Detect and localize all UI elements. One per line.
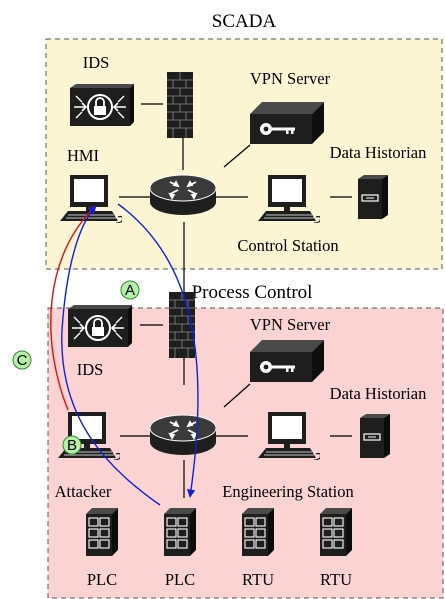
- marker-b-label: B: [67, 437, 77, 454]
- attack-path-blue-up: [61, 205, 161, 506]
- scada-vpn-server-label: VPN Server: [250, 69, 331, 88]
- engineering-station-label: Engineering Station: [222, 482, 354, 501]
- rtu-2-icon: [320, 508, 352, 556]
- scada-ids-label: IDS: [83, 53, 110, 72]
- process-ids-label: IDS: [77, 360, 104, 379]
- field-device-label-1: PLC: [87, 570, 117, 589]
- field-device-label-2: PLC: [165, 570, 195, 589]
- scada-data-historian-label: Data Historian: [330, 143, 427, 162]
- scada-firewall-icon: [167, 72, 193, 138]
- scada-control-station-label: Control Station: [237, 236, 338, 255]
- process-vpn-server-label: VPN Server: [250, 315, 331, 334]
- marker-b: B: [62, 435, 82, 455]
- process-control-zone-title: Process Control: [192, 282, 313, 303]
- network-links: [119, 103, 352, 498]
- marker-c-label: C: [17, 352, 28, 369]
- plc-2-icon: [164, 508, 196, 556]
- process-ids-icon: [67, 305, 132, 348]
- marker-a: A: [120, 280, 140, 300]
- scada-hmi-label: HMI: [67, 146, 99, 165]
- scada-router-icon: [150, 174, 216, 216]
- scada-ids-icon: [69, 84, 134, 127]
- scada-zone: [45, 38, 443, 270]
- scada-vpn-server-icon: [250, 102, 324, 144]
- attack-path-red: [50, 205, 97, 411]
- process-router-icon: [150, 414, 216, 456]
- rtu-1-icon: [242, 508, 274, 556]
- process-vpn-server-icon: [250, 340, 324, 382]
- process-historian-server-icon: [360, 414, 390, 458]
- plc-1-icon: [86, 508, 118, 556]
- scada-historian-server-icon: [358, 175, 388, 219]
- process-data-historian-label: Data Historian: [330, 384, 427, 403]
- scada-zone-title: SCADA: [212, 11, 277, 32]
- field-device-label-3: RTU: [242, 570, 274, 589]
- attack-path-blue-down: [117, 203, 199, 498]
- attacker-label: Attacker: [55, 482, 112, 501]
- marker-a-label: A: [125, 282, 135, 299]
- field-device-label-4: RTU: [320, 570, 352, 589]
- marker-c: C: [12, 350, 32, 370]
